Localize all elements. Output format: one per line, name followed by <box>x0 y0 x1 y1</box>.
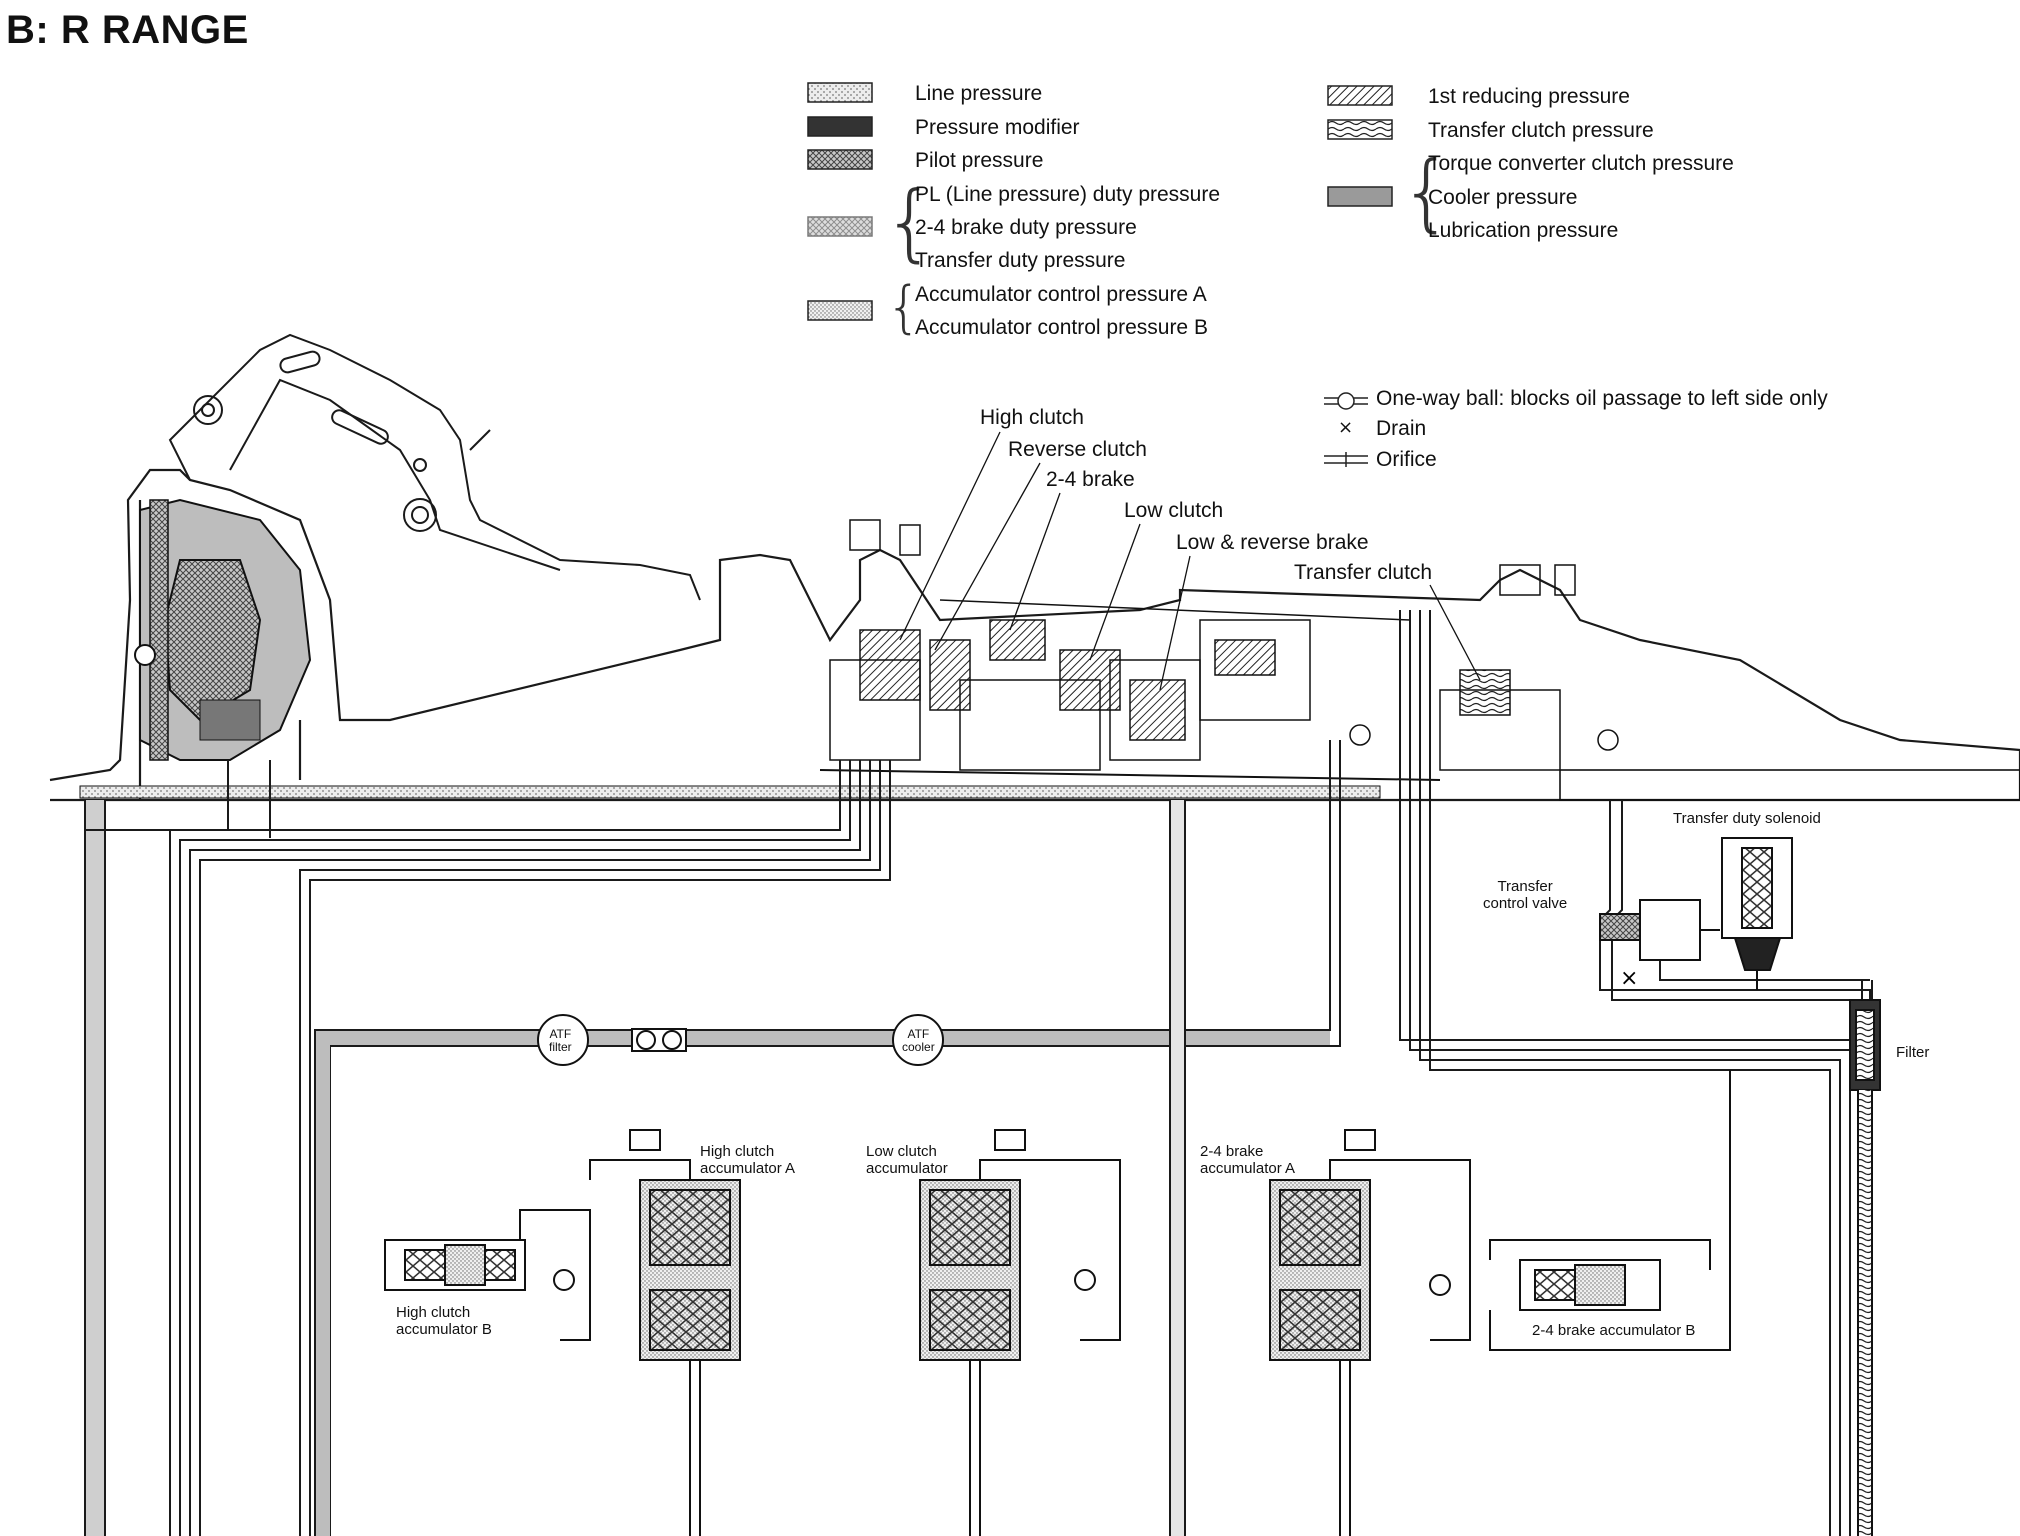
brake-24-accumulator-a <box>1269 1129 1471 1536</box>
legend-lubrication-pressure: Lubrication pressure <box>1428 219 1619 242</box>
main-shaft <box>79 785 1381 799</box>
legend-1st-reducing-pressure: 1st reducing pressure <box>1428 85 1630 108</box>
callout-high-clutch: High clutch <box>980 406 1084 429</box>
orifice-icon <box>1324 452 1368 467</box>
label-atf-filter-line1: ATF <box>549 1027 572 1041</box>
label-high-clutch-acc-b-line2: accumulator B <box>396 1321 492 1338</box>
callout-24-brake: 2-4 brake <box>1046 468 1135 491</box>
transfer-duty-solenoid <box>1721 837 1793 990</box>
atf-filter-symbol <box>537 1014 589 1066</box>
legend-accumulator-control-a: Accumulator control pressure A <box>915 283 1207 306</box>
label-transfer-control-valve-line1: Transfer <box>1497 878 1553 895</box>
legend-torque-converter-clutch-pressure: Torque converter clutch pressure <box>1428 152 1734 175</box>
legend-accumulator-control-b: Accumulator control pressure B <box>915 316 1208 339</box>
transfer-shaft <box>1559 769 2020 801</box>
legend-24-brake-duty-pressure: 2-4 brake duty pressure <box>915 216 1137 239</box>
legend-swatches <box>807 82 1393 321</box>
legend-brace-duty: { <box>883 173 937 271</box>
callout-low-reverse-brake: Low & reverse brake <box>1176 531 1369 554</box>
legend-line-pressure: Line pressure <box>915 82 1043 105</box>
filter <box>1849 999 1881 1536</box>
label-transfer-control-valve-line2: control valve <box>1483 895 1568 912</box>
label-atf-filter-line2: filter <box>549 1040 572 1054</box>
label-high-clutch-accumulator-b: High clutch accumulator B <box>396 1304 492 1338</box>
legend-brace-accumulator: { <box>886 275 922 340</box>
callout-transfer-clutch: Transfer clutch <box>1294 561 1433 584</box>
label-filter: Filter <box>1896 1044 1930 1061</box>
legend-pressure-modifier: Pressure modifier <box>915 116 1080 139</box>
label-high-clutch-acc-a-line2: accumulator A <box>700 1160 796 1177</box>
label-atf-cooler-line2: cooler <box>902 1040 935 1054</box>
page-title: B: R RANGE <box>6 8 249 52</box>
high-clutch-accumulator-b <box>384 1209 591 1341</box>
brake-24-accumulator-b <box>1489 1070 1731 1351</box>
legend-pl-duty-pressure: PL (Line pressure) duty pressure <box>915 183 1221 206</box>
legend-transfer-duty-pressure: Transfer duty pressure <box>915 249 1126 272</box>
legend-pilot-pressure: Pilot pressure <box>915 149 1044 172</box>
atf-cooler-symbol <box>892 1014 944 1066</box>
label-24-brake-acc-a-line2: accumulator A <box>1200 1160 1296 1177</box>
label-24-brake-accumulator-a: 2-4 brake accumulator A <box>1200 1143 1295 1177</box>
drain-icon: × <box>1338 417 1354 438</box>
label-high-clutch-accumulator-a: High clutch accumulator A <box>700 1143 795 1177</box>
label-low-clutch-acc-line1: Low clutch <box>866 1143 937 1160</box>
high-clutch-accumulator-a <box>589 1129 741 1536</box>
legend-transfer-clutch-pressure: Transfer clutch pressure <box>1428 119 1654 142</box>
housing-arm <box>168 333 701 601</box>
one-way-ball-icon <box>1324 392 1368 410</box>
callout-leaders <box>899 431 1481 691</box>
label-atf-filter: ATF filter <box>549 1028 572 1054</box>
label-transfer-control-valve: Transfer control valve <box>1483 878 1567 912</box>
torque-converter <box>134 498 312 761</box>
label-low-clutch-acc-line2: accumulator <box>866 1160 948 1177</box>
label-24-brake-acc-a-line1: 2-4 brake <box>1200 1143 1264 1160</box>
legend-brace-converter: { <box>1400 143 1454 241</box>
low-clutch-accumulator <box>919 1129 1121 1536</box>
callout-reverse-clutch: Reverse clutch <box>1008 438 1147 461</box>
label-transfer-duty-solenoid: Transfer duty solenoid <box>1673 810 1821 827</box>
label-low-clutch-accumulator: Low clutch accumulator <box>866 1143 948 1177</box>
transfer-control-valve <box>1599 899 1720 961</box>
clutch-packs <box>819 519 1619 781</box>
check-ball <box>631 1028 687 1052</box>
symbol-orifice-label: Orifice <box>1376 448 1437 471</box>
label-atf-cooler-line1: ATF <box>907 1027 930 1041</box>
legend-cooler-pressure: Cooler pressure <box>1428 186 1578 209</box>
drain-mark: × <box>1620 966 1638 991</box>
symbol-drain-label: Drain <box>1376 417 1427 440</box>
label-high-clutch-acc-b-line1: High clutch <box>396 1304 471 1321</box>
callout-low-clutch: Low clutch <box>1124 499 1224 522</box>
symbol-one-way-ball-label: One-way ball: blocks oil passage to left… <box>1376 387 1828 410</box>
label-24-brake-accumulator-b: 2-4 brake accumulator B <box>1532 1322 1696 1339</box>
label-atf-cooler: ATF cooler <box>902 1028 935 1054</box>
label-high-clutch-acc-a-line1: High clutch <box>700 1143 775 1160</box>
